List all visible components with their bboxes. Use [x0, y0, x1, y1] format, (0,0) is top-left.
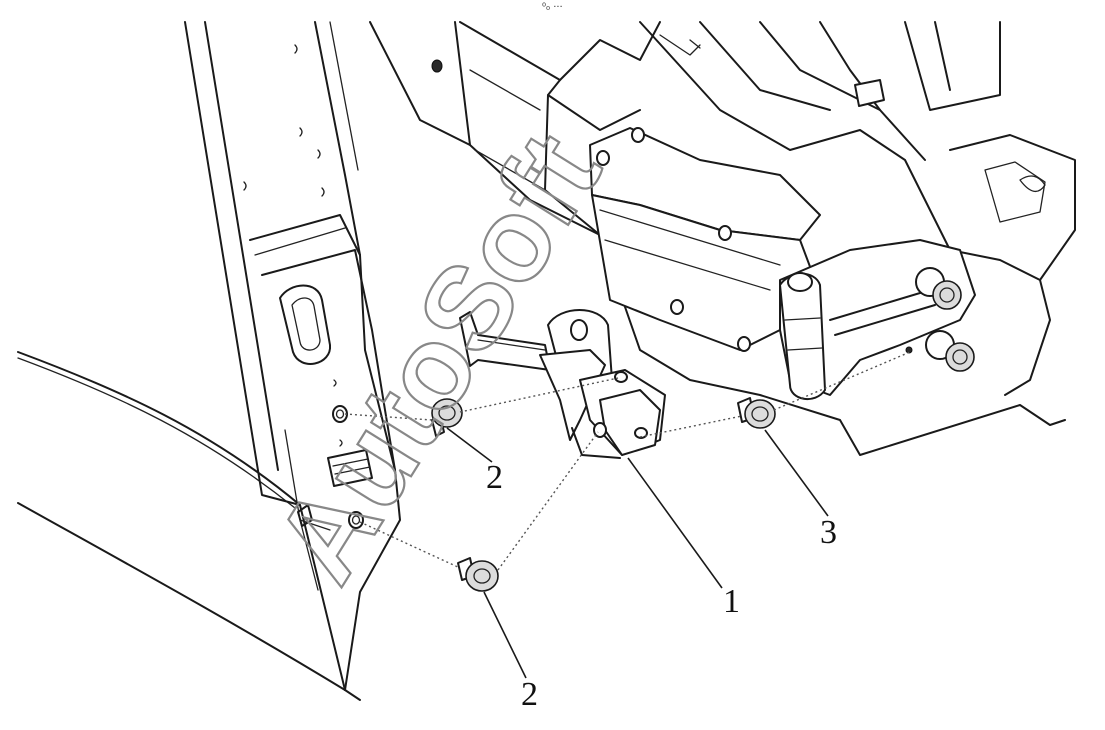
callout-2-lower: 2 — [521, 676, 538, 713]
leader-2-lower — [483, 591, 527, 679]
door-panel — [17, 21, 401, 701]
callouts: 2 2 1 3 — [446, 427, 837, 713]
hinge-bolts — [915, 267, 975, 372]
bolt-3 — [737, 397, 776, 429]
door-check-strap — [459, 309, 666, 459]
callout-1: 1 — [723, 583, 740, 620]
body-pillar — [369, 21, 1076, 456]
leader-3 — [764, 429, 829, 517]
leader-2-upper — [446, 427, 493, 463]
callout-2-upper: 2 — [486, 459, 503, 496]
bolt-2-lower — [457, 557, 499, 592]
leader-1 — [627, 457, 723, 589]
assembly-lines — [344, 351, 911, 571]
top-marker: ⁰₀ ··· — [542, 2, 563, 13]
bolt-2-upper — [431, 398, 463, 437]
callout-3: 3 — [820, 514, 837, 551]
